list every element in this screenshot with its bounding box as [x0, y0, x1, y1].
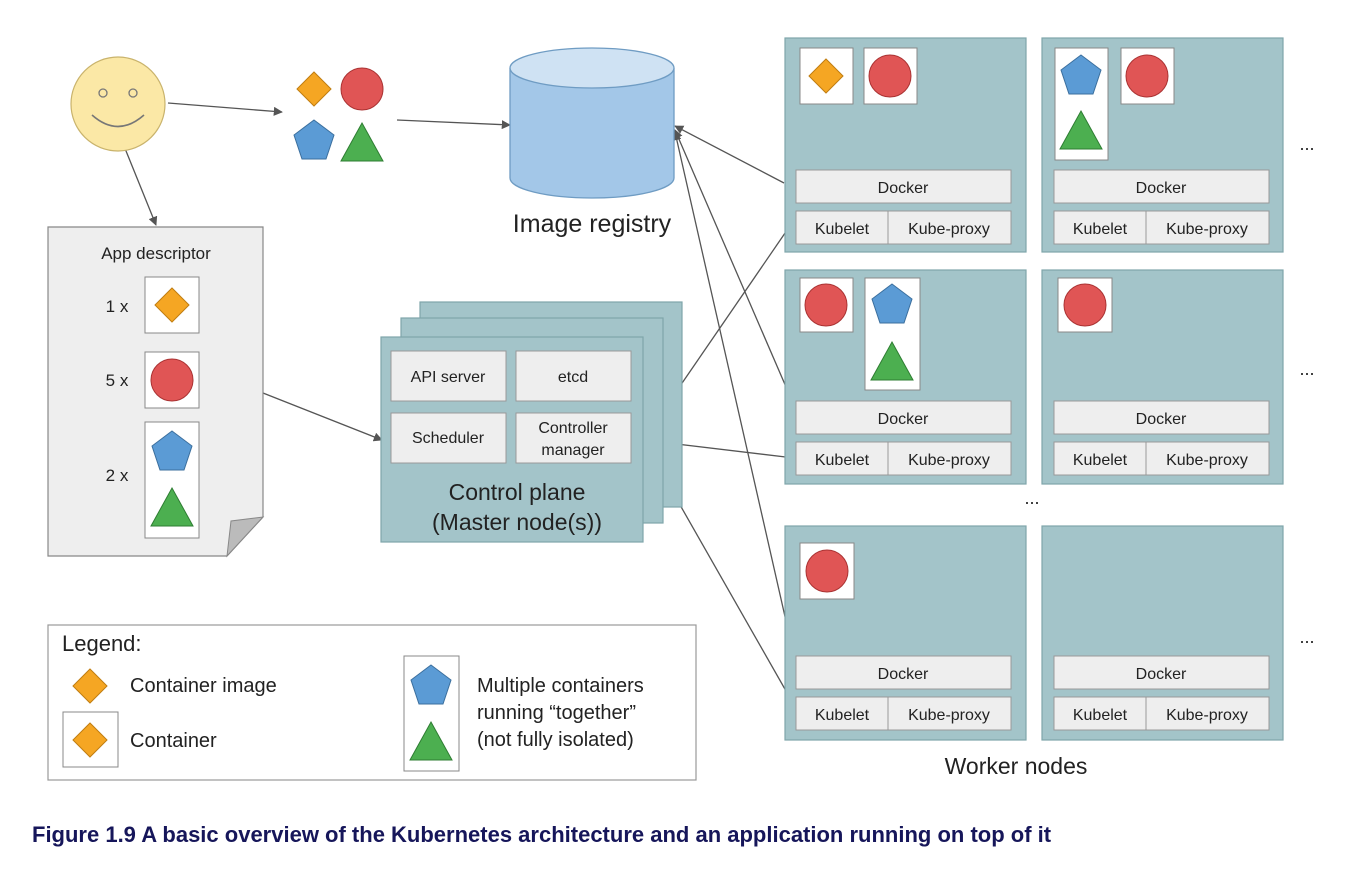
worker-node: Docker Kubelet Kube-proxy: [784, 37, 1027, 253]
row-ellipsis: ...: [1299, 627, 1314, 647]
control-plane: API server etcd Scheduler Controller man…: [380, 301, 683, 543]
docker-label: Docker: [878, 666, 929, 683]
legend: Legend: Container image Container Multip…: [47, 624, 697, 781]
circle-icon: [804, 283, 848, 327]
legend-title: Legend:: [62, 631, 142, 656]
scheduler-label: Scheduler: [412, 430, 485, 447]
kube-proxy-label: Kube-proxy: [908, 221, 990, 238]
arrow-node1-to-registry: [674, 125, 785, 184]
kube-proxy-label: Kube-proxy: [1166, 452, 1248, 469]
triangle-icon: [340, 122, 384, 162]
arrow-node2-to-registry: [674, 129, 797, 411]
descriptor-count-2: 5 x: [106, 371, 129, 390]
arrow-images-to-registry: [396, 119, 511, 130]
kubernetes-architecture-diagram: Image registry App descriptor 1 x 5 x 2 …: [47, 37, 1315, 781]
kube-proxy-label: Kube-proxy: [1166, 221, 1248, 238]
kubelet-label: Kubelet: [1073, 707, 1128, 724]
kube-proxy-box: [887, 210, 1012, 245]
docker-box: [1053, 400, 1270, 435]
worker-node: Docker Kubelet Kube-proxy: [784, 269, 1027, 485]
worker-node: Docker Kubelet Kube-proxy: [1041, 37, 1284, 253]
image-registry: Image registry: [509, 47, 675, 238]
scheduler-box: [390, 412, 507, 464]
etcd-box: [515, 350, 632, 402]
control-plane-title: Control plane: [449, 479, 586, 505]
kubelet-box: [1053, 441, 1147, 476]
column-ellipsis: ...: [1024, 488, 1039, 508]
docker-label: Docker: [1136, 666, 1187, 683]
kube-proxy-box: [1145, 441, 1270, 476]
circle-icon: [1063, 283, 1107, 327]
row-ellipsis: ...: [1299, 134, 1314, 154]
legend-multi-line3: (not fully isolated): [477, 729, 634, 751]
legend-multi-line1: Multiple containers: [477, 675, 644, 697]
circle-icon: [150, 358, 194, 402]
circle-icon: [805, 549, 849, 593]
legend-multi-line2: running “together”: [477, 702, 636, 724]
kube-proxy-box: [1145, 210, 1270, 245]
docker-label: Docker: [1136, 180, 1187, 197]
container-box: [62, 711, 119, 768]
circle-icon: [868, 54, 912, 98]
etcd-label: etcd: [558, 369, 588, 386]
kube-proxy-box: [887, 696, 1012, 731]
descriptor-count-1: 1 x: [106, 297, 129, 316]
legend-container: Container: [130, 730, 217, 752]
developer-face-icon: [70, 56, 166, 152]
descriptor-count-3: 2 x: [106, 466, 129, 485]
arrow-dev-to-descriptor: [123, 145, 158, 226]
arrow-node3-to-registry: [672, 131, 797, 666]
circle-icon: [1125, 54, 1169, 98]
docker-box: [1053, 655, 1270, 690]
pentagon-icon: [293, 119, 335, 160]
kubelet-box: [1053, 210, 1147, 245]
kube-proxy-label: Kube-proxy: [1166, 707, 1248, 724]
legend-container-image: Container image: [130, 675, 277, 697]
kubelet-label: Kubelet: [815, 707, 870, 724]
worker-node: Docker Kubelet Kube-proxy: [1041, 269, 1284, 485]
circle-icon: [340, 67, 384, 111]
docker-label: Docker: [878, 411, 929, 428]
kubelet-label: Kubelet: [1073, 221, 1128, 238]
arrow-descriptor-to-control-plane: [262, 392, 383, 442]
docker-box: [795, 400, 1012, 435]
api-server-label: API server: [411, 369, 486, 386]
api-server-box: [390, 350, 507, 402]
kubelet-box: [1053, 696, 1147, 731]
docker-label: Docker: [878, 180, 929, 197]
docker-box: [1053, 169, 1270, 204]
figure-caption: Figure 1.9 A basic overview of the Kuber…: [32, 822, 1052, 847]
kubelet-label: Kubelet: [1073, 452, 1128, 469]
kubelet-box: [795, 210, 889, 245]
kubelet-label: Kubelet: [815, 452, 870, 469]
registry-label: Image registry: [513, 210, 672, 238]
kube-proxy-label: Kube-proxy: [908, 452, 990, 469]
kubelet-box: [795, 696, 889, 731]
worker-node: Docker Kubelet Kube-proxy: [1041, 525, 1284, 741]
app-descriptor-document: App descriptor 1 x 5 x 2 x: [47, 226, 265, 558]
controller-manager-label-1: Controller: [538, 420, 608, 437]
control-plane-subtitle: (Master node(s)): [432, 509, 602, 535]
controller-manager-box: [515, 412, 632, 464]
docker-box: [795, 169, 1012, 204]
docker-label: Docker: [1136, 411, 1187, 428]
kubelet-label: Kubelet: [815, 221, 870, 238]
worker-node: Docker Kubelet Kube-proxy: [784, 525, 1027, 741]
container-images-group: [293, 67, 384, 162]
controller-manager-label-2: manager: [541, 442, 605, 459]
arrow-dev-to-images: [167, 102, 283, 116]
registry-cylinder-icon: [509, 68, 675, 199]
kube-proxy-box: [1145, 696, 1270, 731]
row-ellipsis: ...: [1299, 359, 1314, 379]
kube-proxy-box: [887, 441, 1012, 476]
docker-box: [795, 655, 1012, 690]
kube-proxy-label: Kube-proxy: [908, 707, 990, 724]
diamond-icon: [296, 71, 332, 107]
app-descriptor-title: App descriptor: [101, 244, 211, 263]
worker-nodes-label: Worker nodes: [945, 753, 1088, 779]
